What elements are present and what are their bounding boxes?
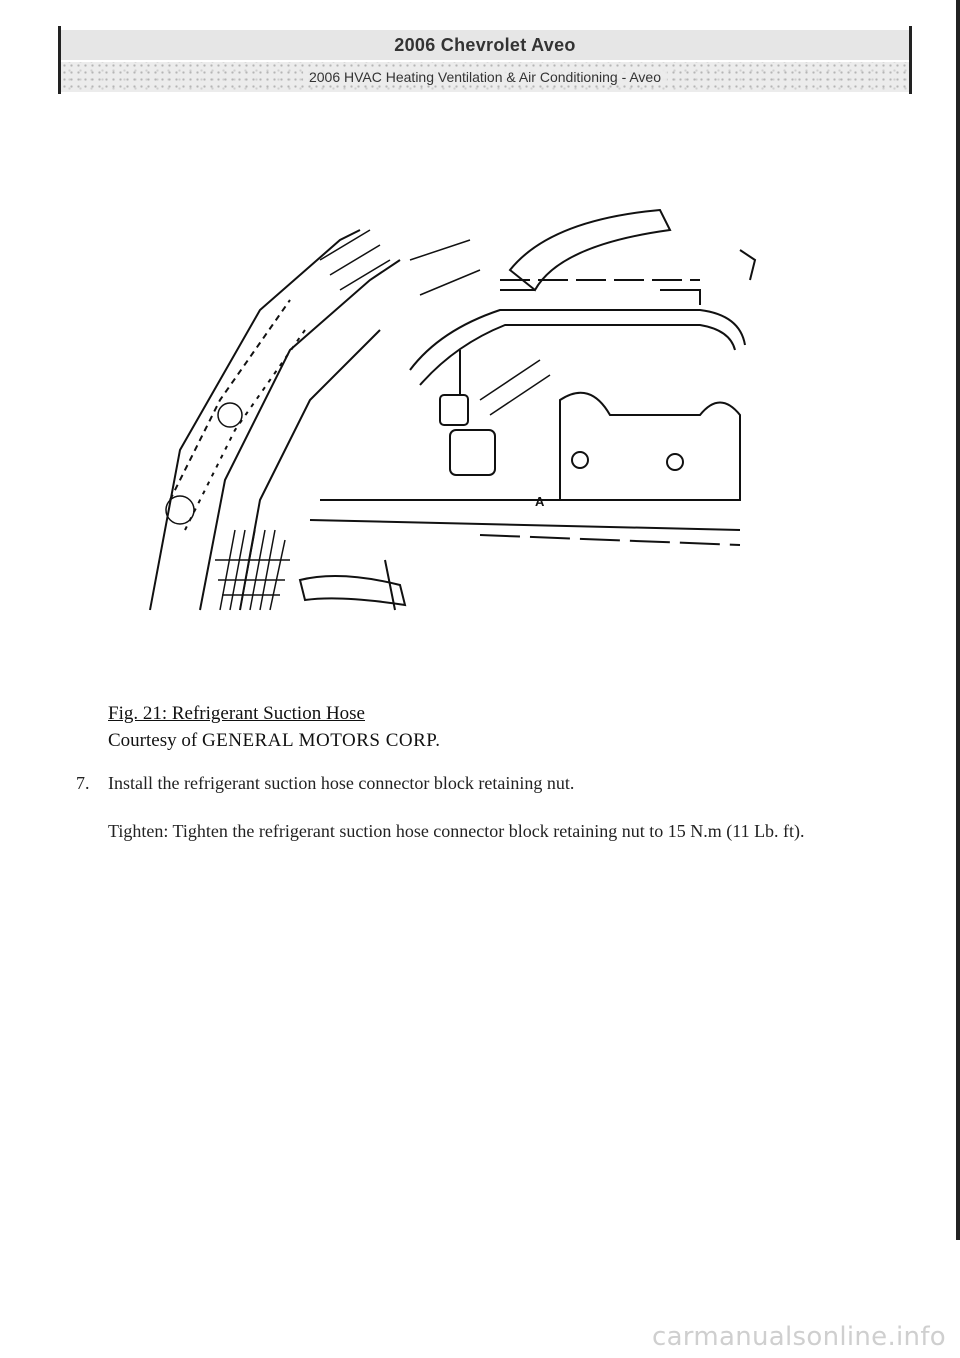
site-watermark: carmanualsonline.info (651, 1322, 946, 1352)
document-subtitle: 2006 HVAC Heating Ventilation & Air Cond… (302, 69, 668, 85)
document-title: 2006 Chevrolet Aveo (61, 30, 909, 60)
figure-caption: Fig. 21: Refrigerant Suction Hose Courte… (108, 700, 441, 754)
page-edge-border (956, 0, 960, 1240)
step-text: Install the refrigerant suction hose con… (108, 773, 575, 793)
credit-prefix: Courtesy of (108, 730, 198, 751)
torque-instruction: Tighten: Tighten the refrigerant suction… (108, 821, 805, 841)
refrigerant-suction-hose-illustration: A (140, 200, 760, 620)
step-number: 7. (76, 773, 90, 793)
figure-title: Fig. 21: Refrigerant Suction Hose (108, 703, 365, 724)
figure-callout-label: A (535, 494, 545, 509)
credit-organization: GENERAL MOTORS CORP. (201, 730, 441, 751)
document-subtitle-bar: 2006 HVAC Heating Ventilation & Air Cond… (61, 62, 909, 92)
figure-credit: Courtesy of GENERAL MOTORS CORP. (108, 727, 441, 754)
page-header: 2006 Chevrolet Aveo 2006 HVAC Heating Ve… (58, 26, 912, 94)
